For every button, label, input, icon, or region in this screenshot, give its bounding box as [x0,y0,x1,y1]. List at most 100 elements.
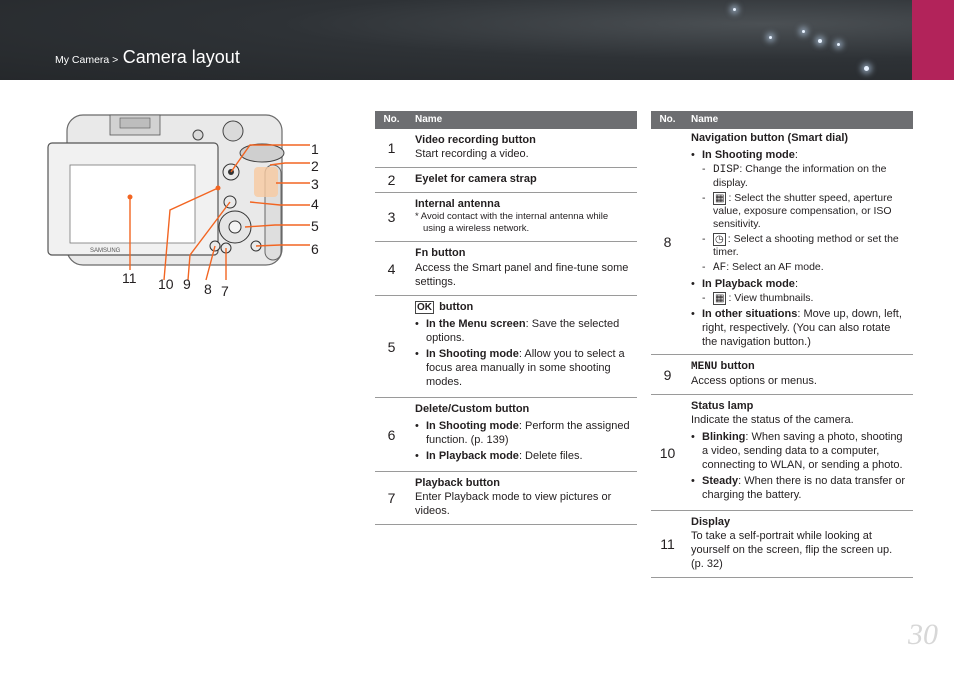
sub-item: ▦: View thumbnails. [702,292,906,305]
list-item: In the Menu screen: Save the selected op… [415,317,630,345]
list-item: In Playback mode: ▦: View thumbnails. [691,277,906,305]
item-title: Internal antenna [415,198,500,210]
table-row: 4 Fn button Access the Smart panel and f… [375,241,637,296]
sparkle-decoration [864,66,869,71]
sparkle-decoration [837,43,840,46]
mode-dial [239,143,285,163]
row-number: 10 [651,394,684,511]
list-item: In Playback mode: Delete files. [415,449,630,463]
breadcrumb: My Camera > Camera layout [55,47,240,68]
list-item: In Shooting mode: DISP: Change the infor… [691,148,906,275]
sparkle-decoration [802,30,805,33]
callout-2: 2 [311,158,319,174]
dial-arrows-icon: ▦ [713,192,727,205]
callout-5: 5 [311,218,319,234]
table-row: 11 Display To take a self-portrait while… [651,510,913,578]
display-area [69,164,196,244]
item-title: button [720,360,755,372]
table-row: 9 MENU button Access options or menus. [651,354,913,395]
item-title: button [431,247,466,259]
list-item: In other situations: Move up, down, left… [691,307,906,349]
callout-6: 6 [311,241,319,257]
column-header-no: No. [651,111,684,129]
chapter-tab [912,0,954,80]
sparkle-decoration [769,36,772,39]
list-item: In Shooting mode: Allow you to select a … [415,347,630,389]
row-number: 1 [375,129,408,168]
table-row: 6 Delete/Custom button In Shooting mode:… [375,397,637,472]
item-description: Access the Smart panel and fine-tune som… [415,262,629,288]
sparkle-decoration [733,8,736,11]
list-item: Blinking: When saving a photo, shooting … [691,430,906,472]
callout-10: 10 [158,276,174,292]
item-title: button [439,301,474,313]
af-icon: AF [713,262,727,274]
item-note: * Avoid contact with the internal antenn… [415,211,609,234]
page-header: My Camera > Camera layout [0,0,954,80]
camera-figure: SAMSUNG [47,114,310,281]
table-header-row: No. Name [651,111,913,129]
row-number: 9 [651,354,684,395]
row-number: 8 [651,129,684,355]
parts-table-right: No. Name 8 Navigation button (Smart dial… [651,111,913,578]
disp-icon: DISP [713,164,740,176]
parts-table-left: No. Name 1 Video recording button Start … [375,111,637,525]
thumbnail-icon: ▦ [713,292,727,305]
fn-icon: Fn [415,248,429,260]
row-number: 7 [375,471,408,525]
menu-icon: MENU [691,361,718,373]
callout-3: 3 [311,176,319,192]
item-title: Status lamp [691,400,754,412]
item-title: Playback button [415,477,500,489]
table-row: 10 Status lamp Indicate the status of th… [651,394,913,511]
item-title: Display [691,516,731,528]
row-number: 2 [375,167,408,193]
item-title: Delete/Custom button [415,403,530,415]
ok-icon: OK [415,301,434,314]
item-title: Video recording button [415,134,536,146]
table-row: 7 Playback button Enter Playback mode to… [375,471,637,525]
sub-item: AF: Select an AF mode. [702,261,906,275]
table-row: 3 Internal antenna * Avoid contact with … [375,192,637,242]
item-title: Eyelet for camera strap [415,173,537,185]
column-header-name: Name [684,111,913,129]
callout-11: 11 [122,270,137,286]
antenna-area [254,167,278,197]
row-number: 11 [651,510,684,578]
callout-4: 4 [311,196,319,212]
item-description: Start recording a video. [415,148,529,160]
item-description: Access options or menus. [691,375,817,387]
brand-text: SAMSUNG [90,248,121,254]
item-description: Indicate the status of the camera. [691,414,854,426]
shutter-button [222,120,244,142]
ok-button [228,220,242,234]
table-row: 2 Eyelet for camera strap [375,167,637,193]
page-number: 30 [908,618,938,651]
item-title: Navigation button (Smart dial) [691,132,849,144]
row-number: 6 [375,397,408,472]
item-description: To take a self-portrait while looking at… [691,530,893,570]
callout-1: 1 [311,141,319,157]
timer-icon: ◷ [713,233,726,246]
table-row: 5 OK button In the Menu screen: Save the… [375,295,637,398]
breadcrumb-parent[interactable]: My Camera > [55,54,119,66]
list-item: Steady: When there is no data transfer o… [691,474,906,502]
sparkle-decoration [818,39,822,43]
sub-item: ◷: Select a shooting method or set the t… [702,233,906,259]
sub-item: ▦: Select the shutter speed, aperture va… [702,192,906,231]
leader-lines [129,144,310,281]
callout-7: 7 [221,283,229,299]
row-number: 3 [375,192,408,242]
item-description: Enter Playback mode to view pictures or … [415,491,612,517]
column-header-no: No. [375,111,408,129]
page-title: Camera layout [122,47,240,67]
table-header-row: No. Name [375,111,637,129]
table-row: 8 Navigation button (Smart dial) In Shoo… [651,129,913,355]
table-row: 1 Video recording button Start recording… [375,129,637,168]
row-number: 5 [375,295,408,398]
sub-item: DISP: Change the information on the disp… [702,163,906,190]
list-item: In Shooting mode: Perform the assigned f… [415,419,630,447]
row-number: 4 [375,241,408,296]
callout-8: 8 [204,281,212,297]
column-header-name: Name [408,111,637,129]
